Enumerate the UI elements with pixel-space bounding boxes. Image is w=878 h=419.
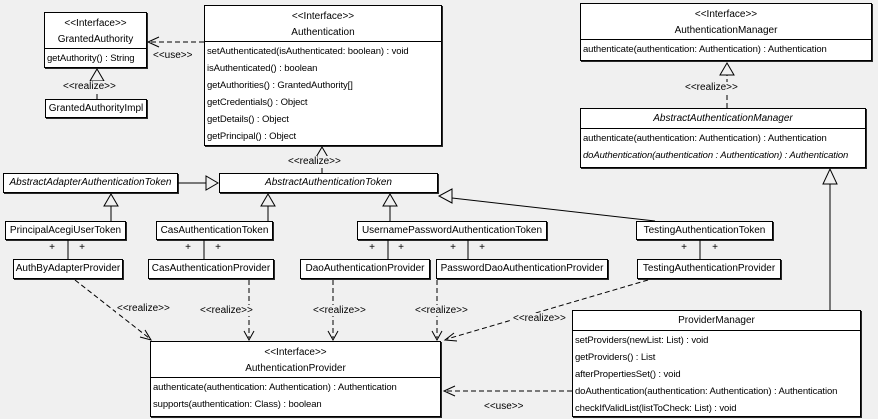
class-testing-authentication-provider[interactable]: TestingAuthenticationProvider: [637, 259, 781, 279]
class-name: PasswordDaoAuthenticationProvider: [440, 263, 604, 274]
class-granted-authority[interactable]: <<Interface>> GrantedAuthority getAuthor…: [44, 12, 147, 68]
stereotype-label: <<Interface>>: [291, 11, 355, 22]
method: doAuthentication(authentication : Authen…: [583, 150, 849, 161]
method: authenticate(authentication: Authenticat…: [153, 382, 397, 393]
class-testing-authentication-token[interactable]: TestingAuthenticationToken: [636, 221, 773, 240]
class-auth-by-adapter-provider[interactable]: AuthByAdapterProvider: [13, 259, 123, 279]
method: afterPropertiesSet() : void: [575, 369, 681, 380]
association-plus: +: [398, 242, 404, 253]
realize-label: <<realize>>: [199, 305, 254, 316]
class-abstract-authentication-manager[interactable]: AbstractAuthenticationManager authentica…: [580, 108, 866, 168]
class-abstract-adapter-authentication-token[interactable]: AbstractAdapterAuthenticationToken: [3, 173, 178, 193]
class-name: AbstractAdapterAuthenticationToken: [9, 177, 172, 188]
realize-label: <<realize>>: [116, 303, 171, 314]
realize-label: <<realize>>: [62, 81, 117, 92]
association-plus: +: [49, 242, 55, 253]
method: getPrincipal() : Object: [207, 131, 297, 142]
class-name: ProviderManager: [678, 315, 755, 326]
class-name: CasAuthenticationToken: [160, 225, 269, 236]
association-plus: +: [450, 242, 456, 253]
stereotype-label: <<Interface>>: [264, 347, 327, 358]
class-username-password-authentication-token[interactable]: UsernamePasswordAuthenticationToken: [357, 221, 547, 240]
class-abstract-authentication-token[interactable]: AbstractAuthenticationToken: [219, 173, 438, 193]
class-authentication[interactable]: <<Interface>> Authentication setAuthenti…: [204, 5, 442, 146]
class-name: AuthByAdapterProvider: [15, 263, 121, 274]
method: setAuthenticated(isAuthenticated: boolea…: [207, 46, 409, 57]
method: isAuthenticated() : boolean: [207, 63, 318, 74]
class-granted-authority-impl[interactable]: GrantedAuthorityImpl: [45, 99, 147, 118]
association-plus: +: [79, 242, 85, 253]
method: getDetails() : Object: [207, 114, 289, 125]
class-provider-manager[interactable]: ProviderManager setProviders(newList: Li…: [572, 310, 861, 417]
class-authentication-provider[interactable]: <<Interface>> AuthenticationProvider aut…: [150, 341, 441, 417]
method: getAuthority() : String: [47, 53, 135, 64]
realize-label: <<realize>>: [414, 305, 469, 316]
method: getProviders() : List: [575, 352, 656, 363]
method: authenticate(authentication: Authenticat…: [583, 133, 827, 144]
class-cas-authentication-provider[interactable]: CasAuthenticationProvider: [148, 259, 274, 279]
class-name: Authentication: [291, 27, 355, 38]
association-plus: +: [681, 242, 687, 253]
class-name: CasAuthenticationProvider: [151, 263, 271, 274]
class-name: PrincipalAcegiUserToken: [9, 225, 122, 236]
class-principal-acegi-user-token[interactable]: PrincipalAcegiUserToken: [5, 221, 126, 240]
realize-label: <<realize>>: [312, 305, 367, 316]
method: setProviders(newList: List) : void: [575, 335, 709, 346]
class-name: UsernamePasswordAuthenticationToken: [361, 225, 543, 236]
class-name: TestingAuthenticationToken: [643, 225, 766, 236]
association-plus: +: [215, 242, 221, 253]
association-plus: +: [712, 242, 718, 253]
method: authenticate(authentication: Authenticat…: [583, 44, 827, 55]
class-authentication-manager[interactable]: <<Interface>> AuthenticationManager auth…: [580, 3, 872, 61]
class-password-dao-authentication-provider[interactable]: PasswordDaoAuthenticationProvider: [436, 259, 608, 279]
method: getAuthorities() : GrantedAuthority[]: [207, 80, 353, 91]
realize-label: <<realize>>: [684, 82, 739, 93]
method: doAuthentication(authentication: Authent…: [575, 386, 838, 397]
class-name: DaoAuthenticationProvider: [305, 263, 425, 274]
method: checkIfValidList(listToCheck: List) : vo…: [575, 403, 737, 414]
method: supports(authentication: Class) : boolea…: [153, 399, 322, 410]
class-name: AuthenticationManager: [674, 25, 778, 36]
use-label: <<use>>: [483, 401, 525, 412]
stereotype-label: <<Interface>>: [694, 9, 758, 20]
class-name: AuthenticationProvider: [245, 363, 346, 374]
realize-label: <<realize>>: [287, 156, 342, 167]
association-plus: +: [185, 242, 191, 253]
method: getCredentials() : Object: [207, 97, 308, 108]
association-plus: +: [479, 242, 485, 253]
stereotype-label: <<Interface>>: [64, 18, 127, 29]
class-name: AbstractAuthenticationToken: [265, 177, 392, 188]
class-name: GrantedAuthorityImpl: [48, 103, 144, 114]
class-dao-authentication-provider[interactable]: DaoAuthenticationProvider: [300, 259, 430, 279]
class-name: GrantedAuthority: [57, 34, 134, 45]
realize-label: <<realize>>: [512, 313, 567, 324]
class-name: TestingAuthenticationProvider: [642, 263, 776, 274]
class-cas-authentication-token[interactable]: CasAuthenticationToken: [156, 221, 273, 240]
use-label: <<use>>: [152, 50, 194, 61]
class-name: AbstractAuthenticationManager: [653, 113, 793, 124]
association-plus: +: [369, 242, 375, 253]
